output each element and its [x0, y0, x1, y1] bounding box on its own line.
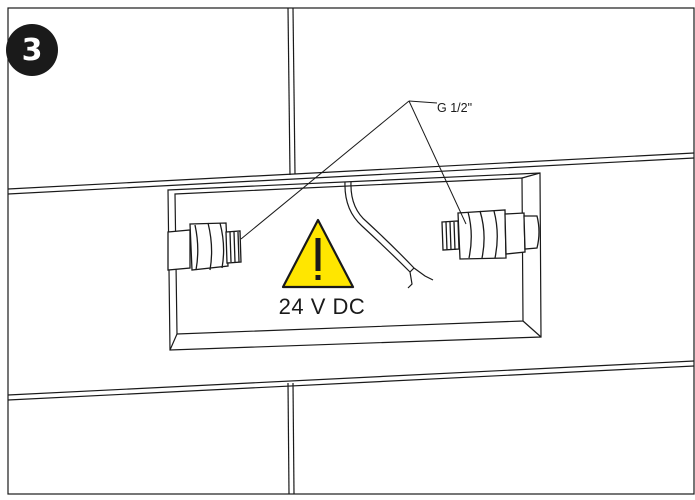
- power-cable: [344, 181, 434, 289]
- callout-leaders: [240, 100, 467, 240]
- frame: [7, 7, 695, 495]
- warning-triangle-icon: [281, 218, 355, 289]
- voltage-label: 24 V DC: [278, 294, 366, 319]
- left-connector: [167, 222, 242, 271]
- step-number-badge: 3: [6, 24, 58, 76]
- wall-niche: [167, 172, 542, 351]
- right-connector: [441, 209, 540, 260]
- thread-size-label: G 1/2": [437, 101, 473, 115]
